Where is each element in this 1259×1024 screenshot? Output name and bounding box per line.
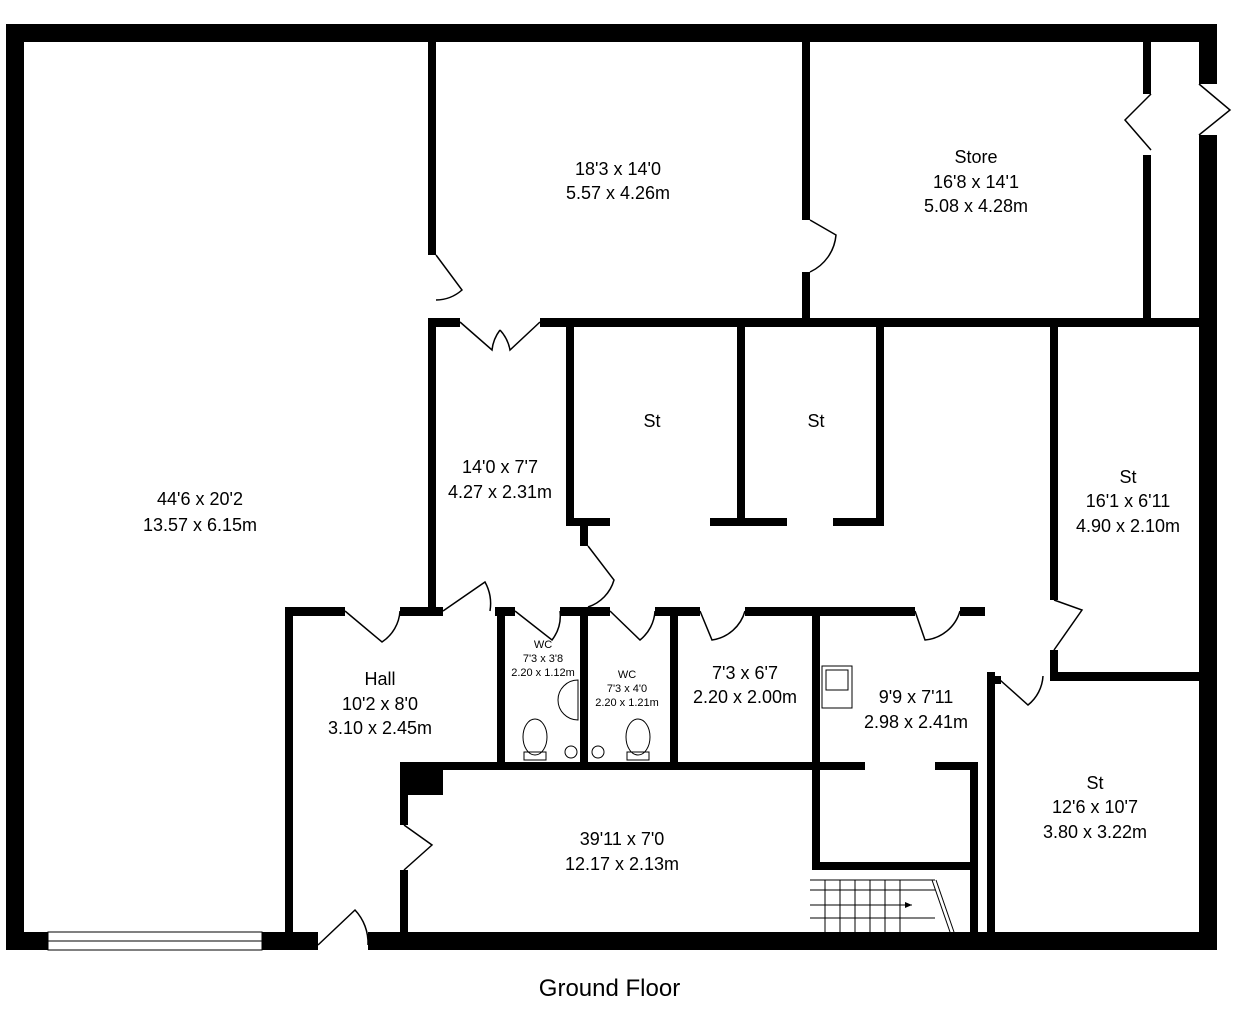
room-name: St [1086, 773, 1103, 793]
walls [6, 24, 1217, 950]
room-dimensions-metric: 13.57 x 6.15m [143, 515, 257, 535]
room-name: WC [534, 639, 552, 651]
room-name: St [643, 411, 660, 431]
sink-icon [557, 679, 579, 721]
room-dimensions: 12'6 x 10'7 [1052, 797, 1138, 817]
room-name: St [1119, 467, 1136, 487]
room-dimensions: 7'3 x 4'0 [607, 683, 647, 695]
room-dimensions-metric: 4.27 x 2.31m [448, 482, 552, 502]
window [47, 931, 263, 951]
fixtures [522, 665, 853, 761]
toilet-icon [625, 718, 651, 756]
room-name: Hall [364, 669, 395, 689]
room-dimensions: 16'1 x 6'11 [1086, 491, 1171, 511]
room-dimensions: 9'9 x 7'11 [879, 687, 954, 707]
kitchen-sink-icon [821, 665, 853, 709]
room-dimensions-metric: 12.17 x 2.13m [565, 854, 679, 874]
room-dimensions: 10'2 x 8'0 [342, 694, 418, 714]
room-dimensions-metric: 2.20 x 1.12m [511, 667, 575, 679]
room-dimensions: 18'3 x 14'0 [575, 159, 661, 179]
room-dimensions-metric: 2.20 x 2.00m [693, 687, 797, 707]
room-name: Store [954, 147, 997, 167]
room-dimensions: 16'8 x 14'1 [933, 172, 1019, 192]
room-dimensions: 7'3 x 3'8 [523, 653, 563, 665]
stairs [810, 879, 955, 933]
room-dimensions-metric: 2.20 x 1.21m [595, 697, 659, 709]
room-name: St [807, 411, 824, 431]
drain-icon [591, 745, 605, 759]
room-dimensions-metric: 5.57 x 4.26m [566, 183, 670, 203]
room-labels: 44'6 x 20'2 13.57 x 6.15m 18'3 x 14'0 5.… [143, 147, 1180, 874]
room-dimensions-metric: 3.80 x 3.22m [1043, 822, 1147, 842]
room-dimensions-metric: 4.90 x 2.10m [1076, 516, 1180, 536]
toilet-icon [522, 718, 548, 756]
stairs-arrow-icon [905, 902, 912, 908]
room-dimensions: 7'3 x 6'7 [712, 663, 778, 683]
doors [317, 83, 1232, 946]
room-dimensions: 44'6 x 20'2 [157, 489, 243, 509]
floor-title: Ground Floor [538, 975, 681, 1002]
drain-icon [564, 745, 578, 759]
room-dimensions-metric: 2.98 x 2.41m [864, 712, 968, 732]
room-name: WC [618, 669, 636, 681]
room-dimensions: 39'11 x 7'0 [580, 829, 665, 849]
room-dimensions-metric: 3.10 x 2.45m [328, 718, 432, 738]
room-dimensions: 14'0 x 7'7 [462, 457, 538, 477]
room-dimensions-metric: 5.08 x 4.28m [924, 196, 1028, 216]
